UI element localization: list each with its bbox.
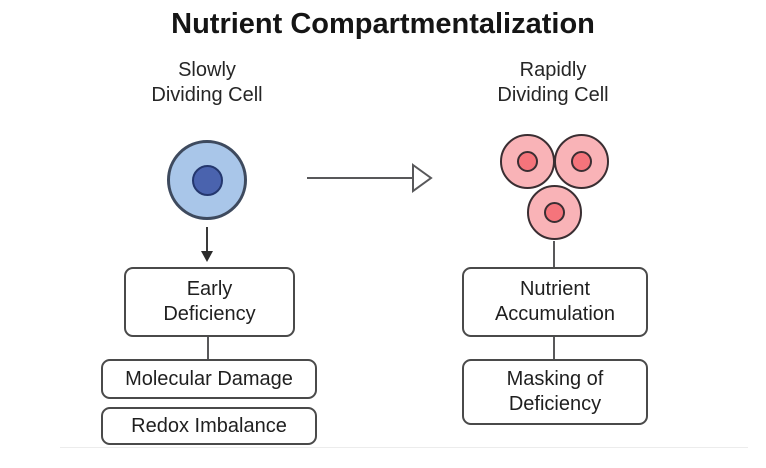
- nutrient-accumulation-box: Nutrient Accumulation: [462, 267, 648, 337]
- pink-cell-nucleus-icon: [544, 202, 565, 223]
- nutrient-accumulation-label: Nutrient Accumulation: [494, 278, 616, 325]
- connector-line: [553, 241, 555, 268]
- redox-imbalance-box: Redox Imbalance: [101, 407, 317, 445]
- rapidly-dividing-cell-icon-1: [500, 134, 555, 189]
- masking-of-deficiency-label: Masking of Deficiency: [506, 368, 604, 415]
- connector-line: [207, 337, 209, 360]
- pink-cell-nucleus-icon: [517, 151, 538, 172]
- image-bottom-edge: [60, 447, 748, 448]
- right-arrow-icon: [307, 163, 433, 193]
- early-deficiency-box: Early Deficiency: [124, 267, 295, 337]
- redox-imbalance-label: Redox Imbalance: [131, 414, 287, 437]
- blue-cell-nucleus-icon: [191, 164, 223, 196]
- rapidly-dividing-cell-heading: Rapidly Dividing Cell: [497, 59, 609, 106]
- slowly-dividing-cell-heading: Slowly Dividing Cell: [151, 59, 263, 106]
- rapidly-dividing-cell-icon-2: [554, 134, 609, 189]
- slowly-dividing-cell-icon: [167, 140, 247, 220]
- masking-of-deficiency-box: Masking of Deficiency: [462, 359, 648, 425]
- molecular-damage-label: Molecular Damage: [125, 367, 293, 390]
- down-arrow-icon: [201, 227, 213, 262]
- connector-line: [553, 337, 555, 360]
- pink-cell-nucleus-icon: [571, 151, 592, 172]
- early-deficiency-label: Early Deficiency: [163, 278, 256, 325]
- molecular-damage-box: Molecular Damage: [101, 359, 317, 399]
- rapidly-dividing-cell-icon-3: [527, 185, 582, 240]
- page-title: Nutrient Compartmentalization: [171, 8, 595, 40]
